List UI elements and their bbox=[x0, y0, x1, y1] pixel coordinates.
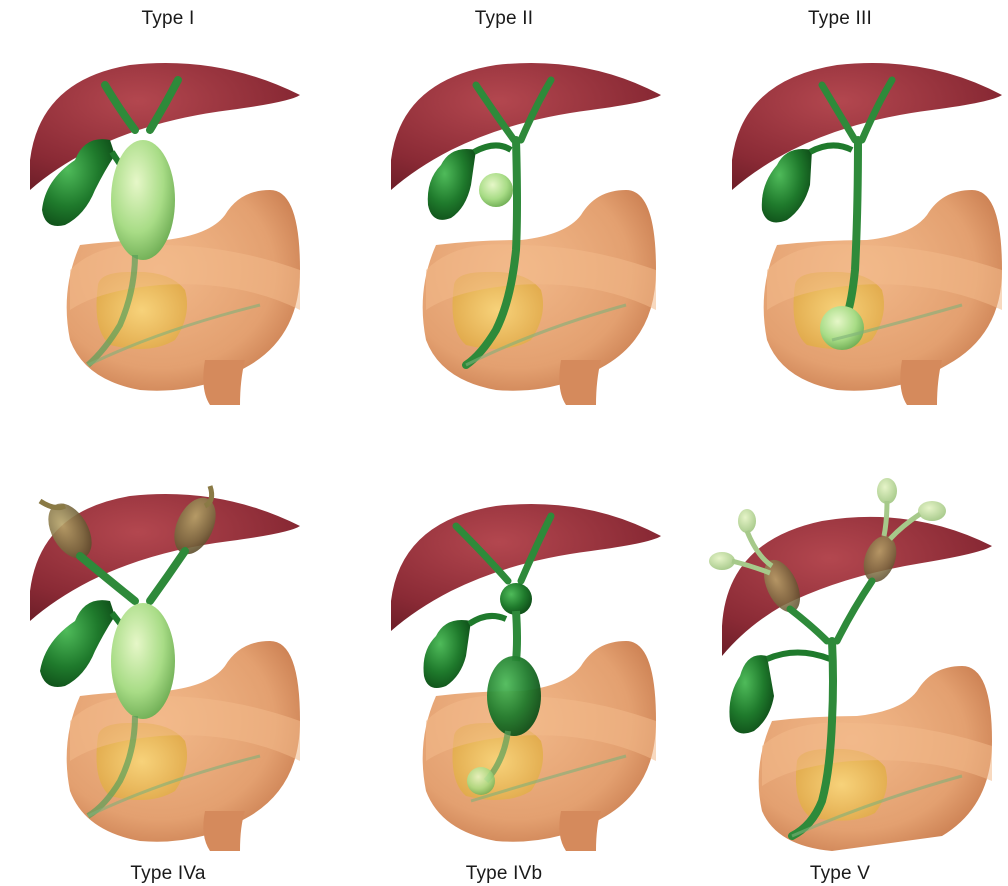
diverticular-cyst bbox=[479, 173, 513, 207]
choledochal-cyst bbox=[111, 603, 175, 719]
panel-label: Type III bbox=[672, 8, 1008, 30]
anatomy-illustration bbox=[0, 40, 336, 410]
choledochocele bbox=[820, 306, 864, 350]
choledochal-cyst bbox=[111, 140, 175, 260]
panel-type-iii: Type III bbox=[672, 0, 1008, 443]
panel-type-iva: Type IVa bbox=[0, 443, 336, 886]
choledochal-cyst bbox=[487, 656, 541, 736]
gallbladder bbox=[424, 620, 472, 688]
anatomy-illustration bbox=[336, 40, 672, 410]
duodenum-stem bbox=[900, 360, 942, 405]
intrahepatic-cyst bbox=[738, 509, 756, 533]
anatomy-illustration bbox=[672, 481, 1008, 851]
cystic-duct bbox=[767, 653, 830, 660]
intrahepatic-branch bbox=[205, 486, 212, 506]
hepatic-duct-right bbox=[837, 581, 872, 641]
upper-duct-cyst bbox=[500, 583, 532, 615]
panel-type-ii: Type II bbox=[336, 0, 672, 443]
panel-label: Type II bbox=[336, 8, 672, 30]
intrahepatic-cyst bbox=[877, 478, 897, 504]
choledochocele bbox=[467, 767, 495, 795]
gallbladder bbox=[40, 600, 115, 687]
cystic-duct bbox=[469, 616, 506, 624]
panel-type-i: Type I bbox=[0, 0, 336, 443]
duodenum-stem bbox=[559, 360, 601, 405]
panel-label: Type I bbox=[0, 8, 336, 30]
gallbladder bbox=[729, 655, 774, 733]
panel-label: Type IVb bbox=[336, 863, 672, 885]
panel-type-v: Type V bbox=[672, 443, 1008, 886]
cystic-duct bbox=[474, 145, 511, 152]
duodenum-stem bbox=[203, 360, 245, 405]
anatomy-illustration bbox=[672, 40, 1008, 410]
liver bbox=[722, 517, 992, 656]
intrahepatic-cyst bbox=[709, 552, 735, 570]
hepatic-duct-left bbox=[790, 609, 827, 641]
intrahepatic-cyst bbox=[918, 501, 946, 521]
common-bile-duct bbox=[516, 611, 517, 661]
panel-type-ivb: Type IVb bbox=[336, 443, 672, 886]
duodenum-stem bbox=[559, 811, 601, 851]
gallbladder bbox=[428, 149, 476, 220]
cystic-duct bbox=[810, 145, 852, 152]
anatomy-illustration bbox=[336, 481, 672, 851]
panel-label: Type V bbox=[672, 863, 1008, 885]
anatomy-illustration bbox=[0, 481, 336, 851]
duodenum-stem bbox=[203, 811, 245, 851]
panel-label: Type IVa bbox=[0, 863, 336, 885]
hepatic-duct-right bbox=[150, 551, 185, 601]
